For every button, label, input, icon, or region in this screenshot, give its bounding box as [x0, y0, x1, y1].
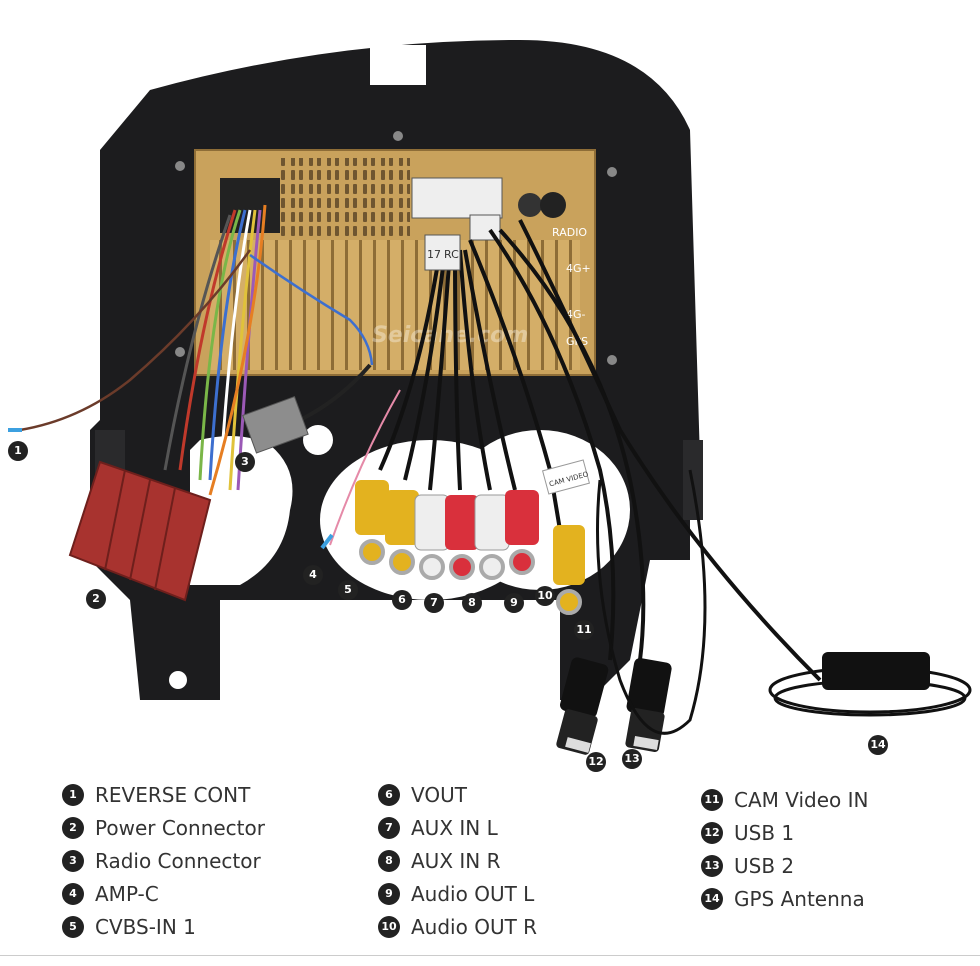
rca-plug-aux-r — [445, 495, 479, 580]
label-radio: RADIO — [552, 226, 587, 239]
bezel-clip-hole — [370, 45, 426, 85]
power-connector-plug — [68, 460, 212, 602]
usb-plug-2 — [625, 658, 672, 753]
callout-7: 7 — [424, 593, 444, 613]
power-wire-bundle — [163, 204, 267, 496]
callout-6: 6 — [392, 590, 412, 610]
label-17: 17 — [427, 248, 441, 261]
reverse-wire — [19, 249, 252, 432]
rca-plug-audio-out-r — [505, 490, 539, 575]
rca-plug-audio-out-l — [474, 494, 510, 580]
callout-14: 14 — [868, 735, 888, 755]
callout-10: 10 — [535, 586, 555, 606]
callout-9: 9 — [504, 593, 524, 613]
callout-1: 1 — [8, 441, 28, 461]
usb-plug-1 — [556, 657, 609, 755]
callout-13: 13 — [622, 749, 642, 769]
label-rc: RC — [444, 248, 459, 261]
label-4g-minus: 4G- — [566, 308, 586, 321]
callout-11: 11 — [574, 620, 594, 640]
rca-cable-bundle — [378, 219, 822, 682]
callout-5: 5 — [338, 580, 358, 600]
head-unit-illustration: RADIO 4G+ 4G- GPS Seicane.com — [8, 40, 972, 755]
gps-antenna — [768, 652, 972, 717]
bottom-divider — [0, 955, 980, 956]
wiring-diagram: RADIO 4G+ 4G- GPS Seicane.com — [8, 40, 972, 772]
callout-8: 8 — [462, 593, 482, 613]
callout-3: 3 — [235, 452, 255, 472]
label-4g-plus: 4G+ — [566, 262, 591, 275]
mount-hole — [169, 671, 187, 689]
rca-plug-cvbs — [355, 480, 389, 565]
rca-plug-aux-l — [414, 494, 450, 580]
callout-4: 4 — [303, 565, 323, 585]
callout-2: 2 — [86, 589, 106, 609]
radio-connector-plug — [242, 395, 309, 454]
rca-plug-cam-video — [553, 525, 585, 615]
callout-12: 12 — [586, 752, 606, 772]
rca-plug-vout — [385, 490, 419, 575]
